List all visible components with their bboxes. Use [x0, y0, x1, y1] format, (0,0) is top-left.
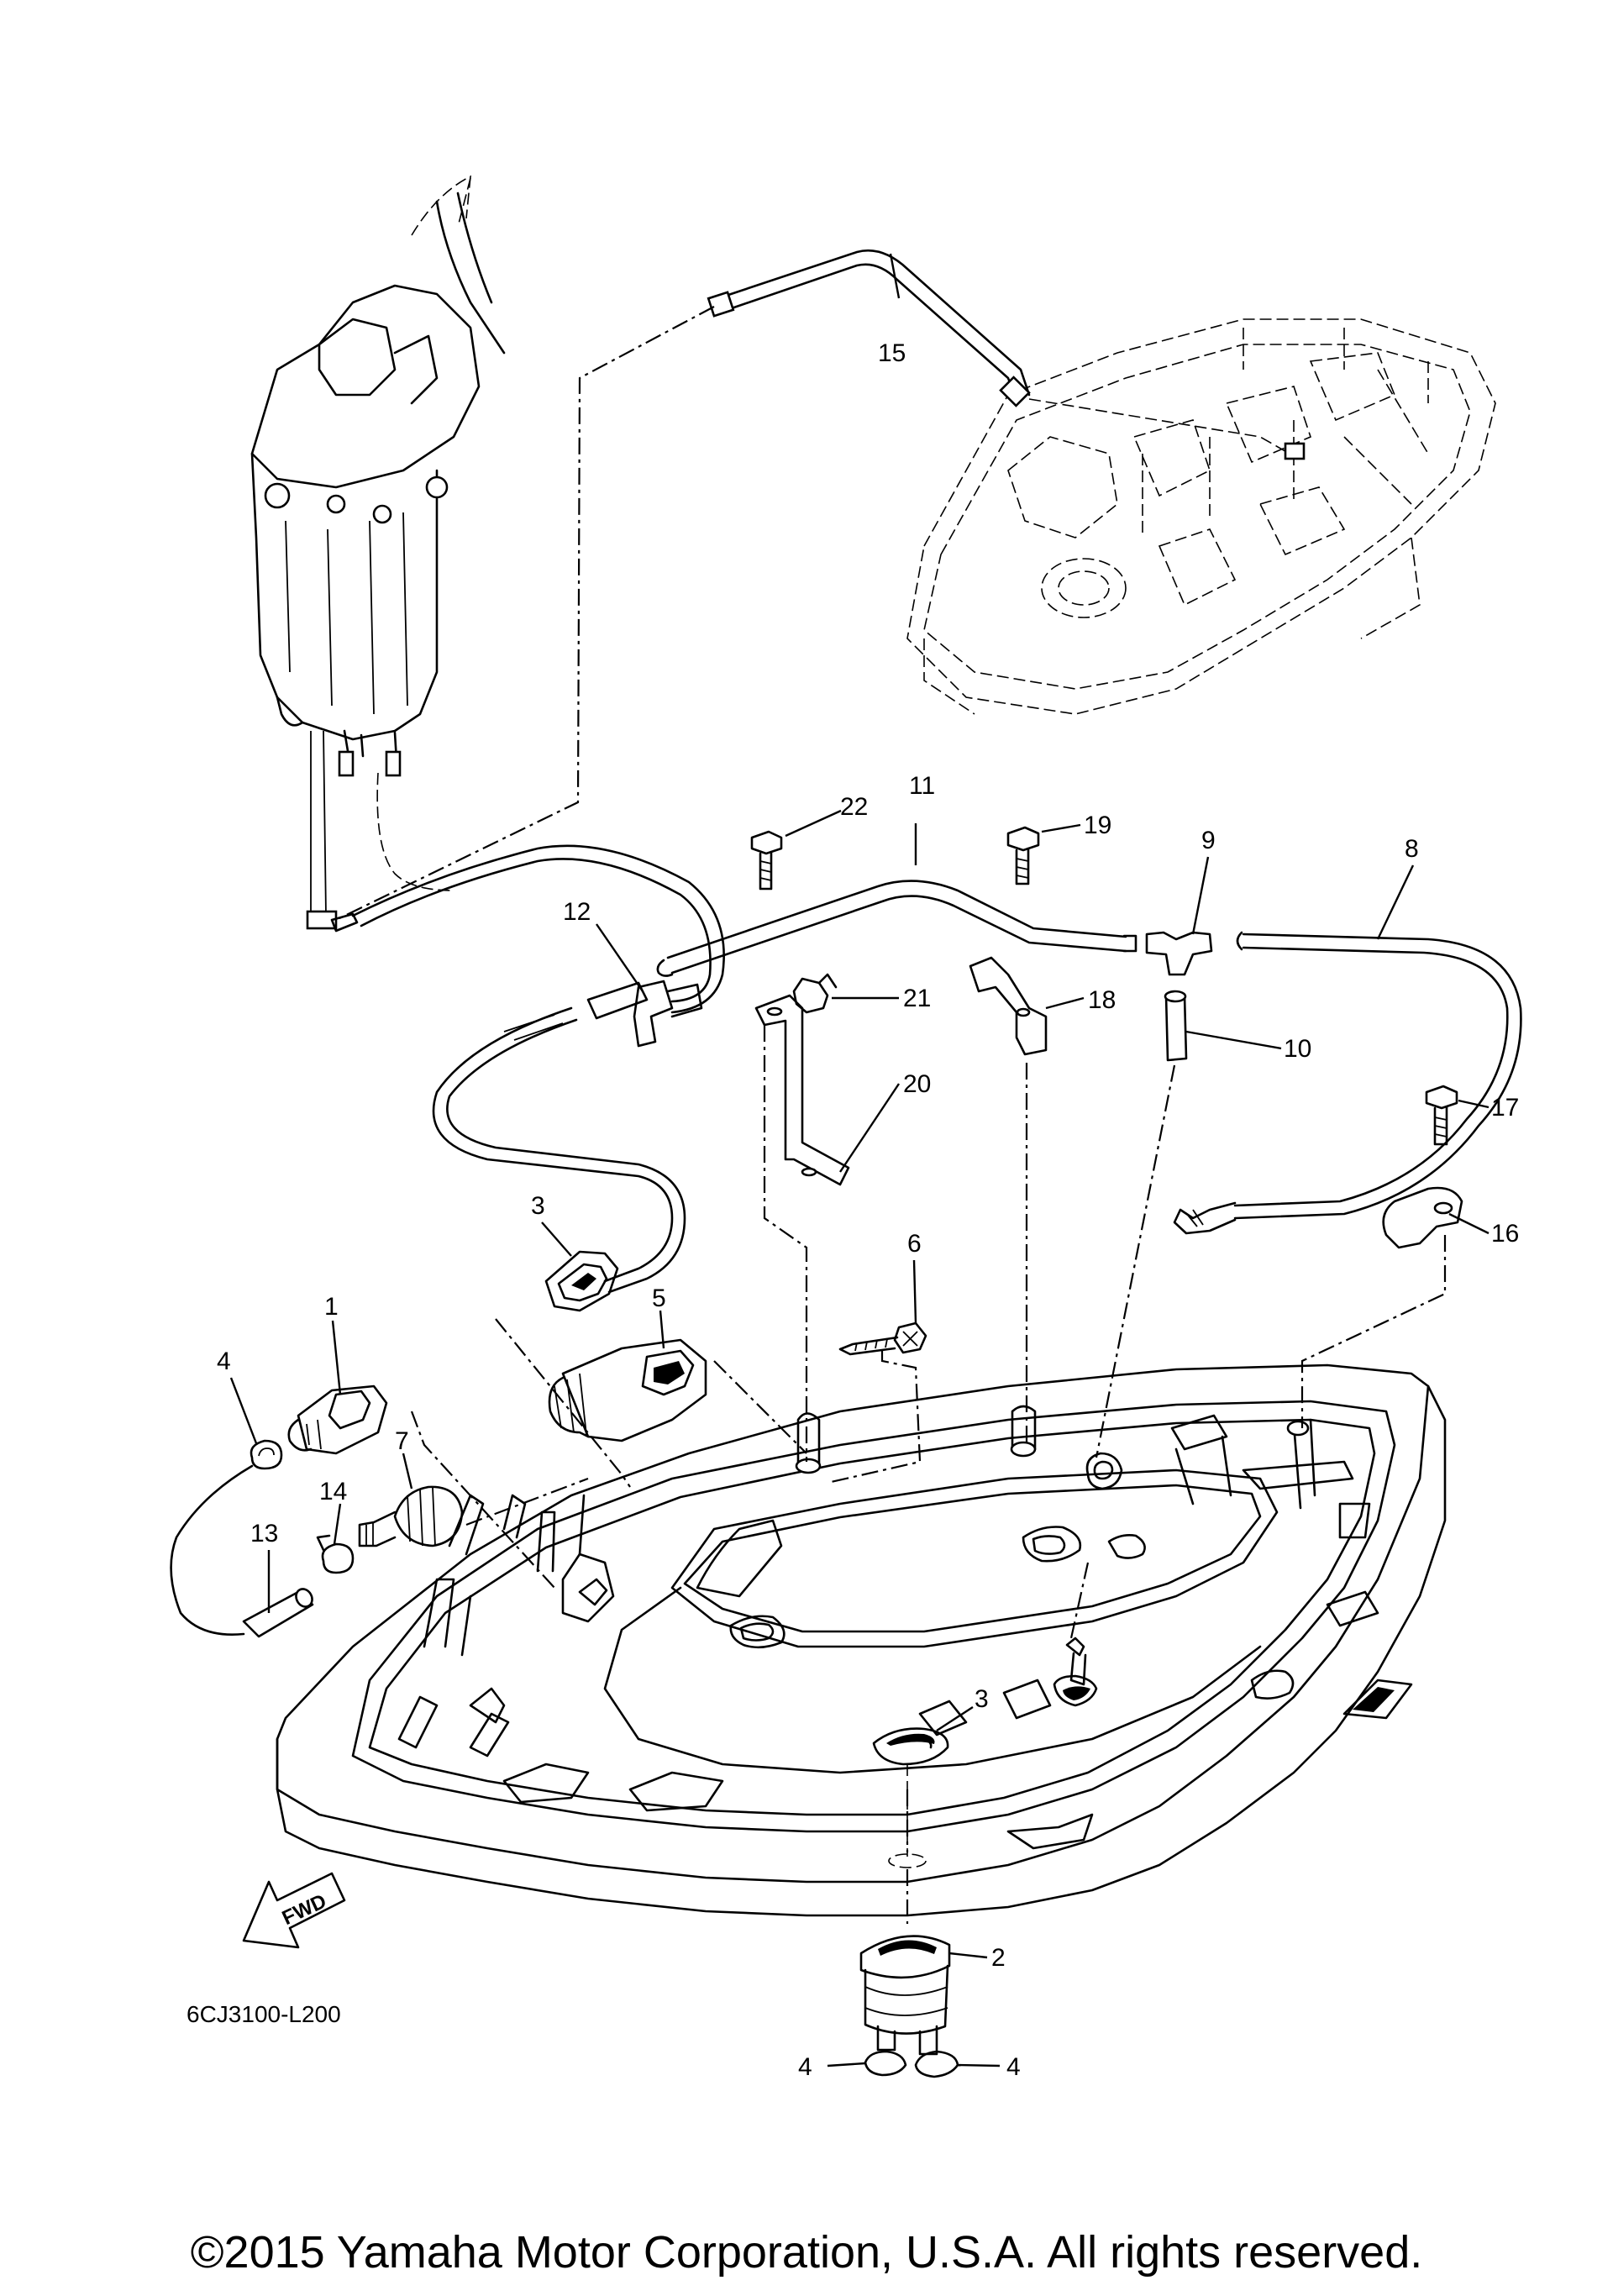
callout-11: 11 — [909, 772, 935, 800]
hose-11 — [656, 880, 1138, 977]
reference-lines — [410, 1025, 1447, 1924]
hose-10 — [1164, 990, 1188, 1062]
joint-12 — [586, 980, 703, 1048]
bottom-cowling — [276, 1363, 1447, 1917]
callout-19: 19 — [1084, 812, 1111, 839]
clip-21 — [792, 973, 838, 1014]
joint-9 — [1145, 931, 1213, 976]
grommet-1 — [287, 1384, 388, 1455]
check-valve — [1053, 1637, 1098, 1707]
grommet-2 — [859, 1935, 951, 2056]
copyright-notice: ©2015 Yamaha Motor Corporation, U.S.A. A… — [190, 2227, 1423, 2278]
callout-10: 10 — [1284, 1035, 1311, 1063]
hose-15 — [707, 249, 1306, 460]
clip-4-left — [250, 1439, 283, 1470]
callout-3-upper: 3 — [531, 1192, 545, 1220]
clip-14 — [316, 1534, 355, 1574]
callout-1: 1 — [324, 1293, 339, 1321]
callout-2: 2 — [991, 1944, 1006, 1972]
hose-to-joint — [351, 844, 725, 1014]
hose-13 — [170, 1464, 314, 1638]
callout-12: 12 — [563, 898, 591, 926]
callout-8: 8 — [1405, 835, 1419, 863]
callout-15: 15 — [878, 339, 906, 367]
strainer-5 — [548, 1338, 707, 1442]
upper-mount-plate — [906, 318, 1496, 715]
callout-17: 17 — [1491, 1094, 1519, 1122]
grommet-3-upper — [544, 1250, 619, 1312]
callout-18: 18 — [1088, 986, 1116, 1014]
callout-13: 13 — [250, 1520, 278, 1547]
callout-7: 7 — [395, 1427, 409, 1455]
drawing-code: 6CJ3100-L200 — [187, 2001, 341, 2027]
clip-4-bottom-right — [914, 2050, 959, 2078]
callout-3-lower: 3 — [975, 1685, 989, 1713]
callout-20: 20 — [903, 1070, 931, 1098]
callout-4-bottom-right: 4 — [1006, 2053, 1021, 2081]
callout-4-left: 4 — [217, 1348, 231, 1375]
bracket-20 — [754, 994, 850, 1186]
leader-15-assembly — [335, 306, 715, 921]
bolt-22 — [750, 830, 783, 891]
callouts: 15 11 22 19 9 8 12 21 18 10 20 17 16 3 6… — [217, 253, 1519, 2081]
clamp-16 — [1382, 1186, 1463, 1249]
callout-6: 6 — [907, 1230, 922, 1258]
bolt-19 — [1006, 826, 1040, 885]
hose-8 — [1173, 931, 1522, 1235]
callout-9: 9 — [1201, 827, 1216, 854]
vapor-separator-assembly — [250, 175, 506, 933]
callout-16: 16 — [1491, 1220, 1519, 1248]
callout-14: 14 — [319, 1478, 347, 1505]
callout-22: 22 — [840, 793, 868, 821]
callout-4-bottom-left: 4 — [798, 2053, 812, 2081]
clip-18 — [969, 956, 1048, 1056]
bolt-17 — [1425, 1085, 1458, 1146]
hose-lower-loop — [432, 1006, 686, 1294]
fitting-7 — [358, 1485, 464, 1547]
clip-4-bottom-left — [864, 2050, 907, 2077]
callout-21: 21 — [903, 985, 931, 1012]
grommet-3-lower — [872, 1727, 949, 1766]
fwd-arrow: FWD — [242, 1872, 346, 1949]
drain-hole — [888, 1853, 927, 1868]
screw-6 — [838, 1321, 927, 1356]
callout-5: 5 — [652, 1285, 666, 1312]
